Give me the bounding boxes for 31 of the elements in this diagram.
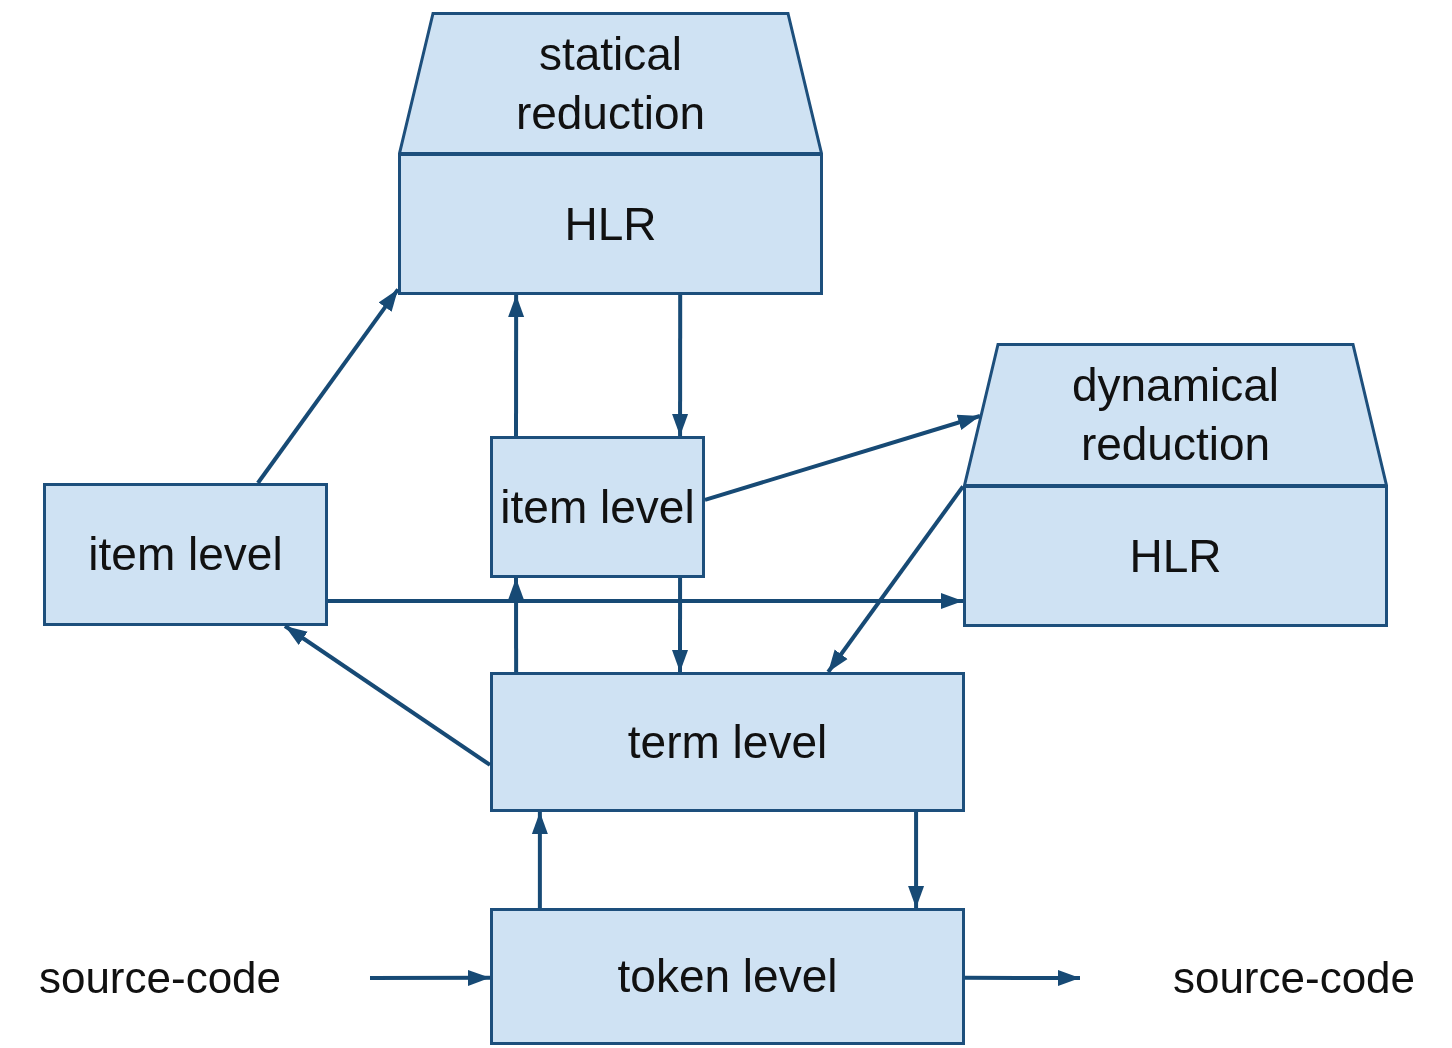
process-box [963, 485, 1388, 627]
process-box [490, 672, 965, 812]
node-label: statical reduction [514, 26, 707, 141]
node-label: item level [500, 479, 695, 535]
node-label: item level [88, 527, 283, 583]
process-box [490, 436, 705, 578]
process-box [490, 908, 965, 1045]
trapezoid-box [398, 12, 823, 155]
arrow [826, 485, 965, 674]
node-label: HLR [1129, 528, 1222, 584]
arrow [908, 812, 925, 908]
source-label: source-code [38, 951, 282, 1004]
trapezoid-box [963, 343, 1388, 487]
arrow [672, 578, 688, 672]
arrow [965, 970, 1080, 986]
arrow [531, 812, 548, 908]
arrow [370, 969, 490, 986]
node-label: HLR [564, 196, 657, 252]
process-box [43, 483, 328, 626]
arrow [704, 414, 981, 502]
node-label: token level [617, 949, 838, 1005]
arrow [672, 295, 689, 436]
arrow [256, 288, 400, 485]
source-label: source-code [1172, 951, 1416, 1004]
node-label: term level [627, 714, 828, 770]
arrow [328, 593, 963, 609]
arrow [508, 578, 525, 672]
node-label: dynamical reduction [1070, 358, 1281, 472]
arrow [508, 295, 525, 436]
arrow [283, 624, 492, 767]
process-box [398, 153, 823, 295]
